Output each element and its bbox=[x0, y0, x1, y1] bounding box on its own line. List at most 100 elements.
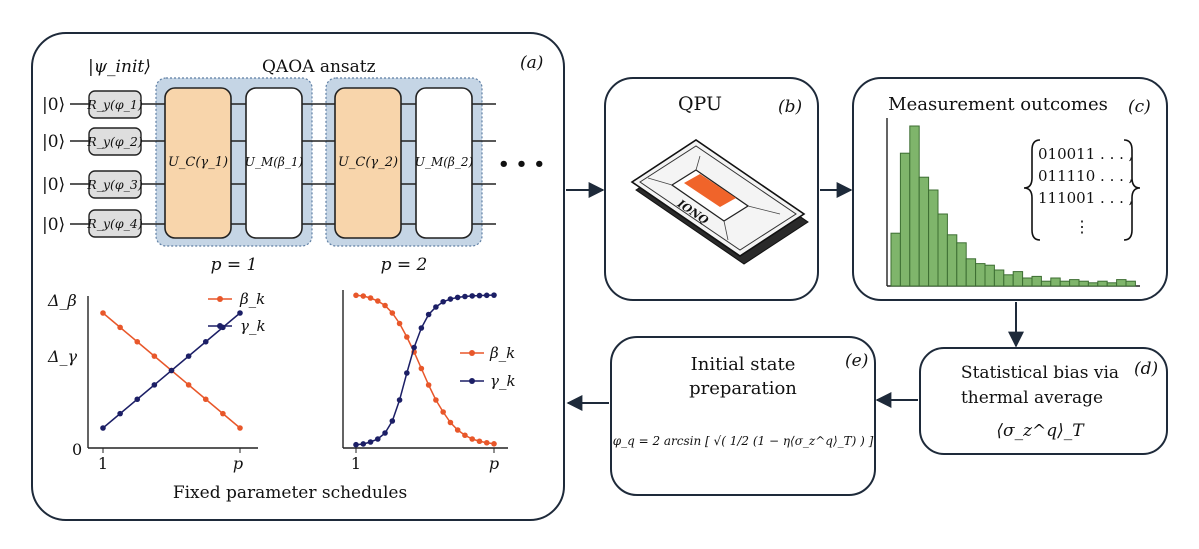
legend-label-gamma: γ_k bbox=[240, 317, 266, 335]
histogram-bar bbox=[918, 176, 930, 287]
data-point-beta bbox=[447, 419, 454, 426]
y-tick-label: Δ_β bbox=[47, 291, 77, 310]
panel-e-frame bbox=[610, 336, 876, 496]
schedule-chart-sigmoid: 1 p β_k γ_k bbox=[342, 290, 516, 473]
data-point-gamma bbox=[237, 310, 243, 316]
data-point-beta bbox=[353, 292, 359, 299]
histogram-bar bbox=[1078, 280, 1089, 287]
panel-e-title-line-2: preparation bbox=[689, 378, 797, 399]
histogram-bar bbox=[909, 125, 920, 287]
y-tick-label: 0 bbox=[72, 440, 82, 459]
histogram-bar bbox=[1012, 271, 1024, 287]
data-point-beta bbox=[367, 295, 374, 301]
data-point-beta bbox=[134, 338, 141, 345]
histogram-bar bbox=[1116, 279, 1127, 287]
panel-d-tag: (d) bbox=[1134, 359, 1158, 379]
data-point-beta bbox=[202, 396, 209, 403]
data-point-gamma bbox=[476, 292, 483, 299]
data-point-beta bbox=[418, 365, 425, 372]
data-point-gamma bbox=[404, 370, 410, 376]
histogram-bar bbox=[937, 213, 948, 287]
bitstring-entry: 111001 . . . , bbox=[1038, 189, 1133, 207]
ry-gate: R_y(φ_3) bbox=[86, 170, 143, 199]
panel-b-tag: (b) bbox=[778, 97, 802, 117]
data-point-beta bbox=[454, 427, 461, 433]
data-point-gamma bbox=[425, 311, 432, 318]
mixer-unitary-block bbox=[415, 87, 473, 239]
data-point-beta bbox=[220, 410, 226, 417]
data-point-gamma bbox=[440, 298, 446, 305]
bitstring-entry: 011110 . . . , bbox=[1038, 167, 1133, 185]
layer-1-depth-label: p = 1 bbox=[211, 255, 258, 275]
data-point-gamma bbox=[100, 425, 106, 431]
data-point-beta bbox=[462, 432, 468, 439]
ry-gate-label: R_y(φ_1) bbox=[86, 97, 143, 112]
cost-unitary-label: U_C(γ_1) bbox=[168, 155, 228, 170]
data-point-beta bbox=[185, 382, 192, 388]
bitstring-vdots: ⋮ bbox=[1074, 217, 1090, 236]
data-point-gamma bbox=[389, 418, 396, 424]
panel-a-tag: (a) bbox=[520, 53, 543, 73]
legend-label-beta: β_k bbox=[489, 344, 515, 362]
histogram-bar bbox=[984, 264, 995, 287]
data-point-gamma bbox=[418, 325, 425, 331]
histogram-bar bbox=[956, 242, 967, 287]
histogram-bar bbox=[899, 152, 911, 287]
data-point-beta bbox=[469, 436, 476, 442]
data-point-gamma bbox=[469, 293, 476, 299]
histogram-bar bbox=[946, 234, 958, 287]
data-point-beta bbox=[425, 382, 432, 388]
data-point-gamma bbox=[353, 441, 359, 448]
data-point-beta bbox=[360, 293, 367, 299]
data-point-beta bbox=[440, 409, 446, 415]
cost-unitary-block bbox=[334, 87, 402, 239]
init-state-label: |ψ_init⟩ bbox=[88, 57, 151, 77]
schedule-chart-linear: Δ_β Δ_γ 0 1 p β_k γ_k bbox=[47, 290, 266, 473]
data-point-beta bbox=[491, 441, 497, 447]
panel-c-title: Measurement outcomes bbox=[888, 94, 1108, 115]
ry-gate-label: R_y(φ_3) bbox=[86, 177, 143, 192]
ionq-chip-icon: IONQ bbox=[630, 139, 809, 265]
data-point-beta bbox=[433, 397, 439, 403]
flow-arrows bbox=[566, 182, 1024, 411]
mixer-unitary-block bbox=[245, 87, 303, 239]
x-tick-label: p bbox=[233, 454, 243, 473]
histogram-bar bbox=[1031, 275, 1042, 287]
histogram-bar bbox=[975, 263, 986, 287]
data-point-beta bbox=[476, 438, 483, 445]
data-point-gamma bbox=[382, 430, 388, 436]
histogram-bar bbox=[965, 258, 977, 287]
cost-unitary-label: U_C(γ_2) bbox=[338, 155, 398, 170]
data-point-beta bbox=[100, 310, 106, 316]
qubit-label: |0⟩ bbox=[42, 95, 65, 115]
histogram-bar bbox=[1050, 277, 1061, 287]
legend-marker-beta bbox=[217, 296, 223, 302]
histogram-bar bbox=[1040, 280, 1052, 287]
histogram-bar bbox=[1059, 280, 1071, 287]
ry-gate: R_y(φ_4) bbox=[86, 209, 143, 238]
data-point-beta bbox=[374, 298, 381, 304]
cost-unitary-block bbox=[164, 87, 232, 239]
histogram-bar bbox=[1106, 282, 1118, 287]
histogram-bar bbox=[1097, 280, 1108, 287]
layer-2-depth-label: p = 2 bbox=[381, 255, 428, 275]
panel-c: Measurement outcomes (c) 010011 . . . , … bbox=[852, 77, 1168, 301]
y-tick-label: Δ_γ bbox=[47, 347, 78, 366]
ry-gate-label: R_y(φ_4) bbox=[86, 216, 143, 231]
panel-d: Statistical bias via thermal average ⟨σ_… bbox=[919, 347, 1168, 455]
legend-label-gamma: γ_k bbox=[490, 372, 516, 390]
data-point-beta bbox=[483, 439, 490, 446]
x-tick-label: p bbox=[489, 454, 499, 473]
data-point-gamma bbox=[134, 396, 141, 403]
panel-e-formula: φ_q = 2 arcsin [ √( 1/2 (1 − η⟨σ_z^q⟩_T)… bbox=[613, 434, 874, 448]
data-point-gamma bbox=[491, 292, 497, 298]
panel-d-frame bbox=[919, 347, 1168, 455]
panel-a: (a) |ψ_init⟩ QAOA ansatz |0⟩ |0⟩ |0⟩ |0⟩… bbox=[31, 32, 565, 521]
panel-e-tag: (e) bbox=[845, 351, 868, 371]
data-point-gamma bbox=[374, 436, 381, 442]
x-tick-label: 1 bbox=[351, 454, 361, 473]
legend-marker-gamma bbox=[469, 378, 475, 384]
data-point-gamma bbox=[433, 304, 439, 310]
data-point-gamma bbox=[483, 292, 490, 299]
x-tick-label: 1 bbox=[98, 454, 108, 473]
